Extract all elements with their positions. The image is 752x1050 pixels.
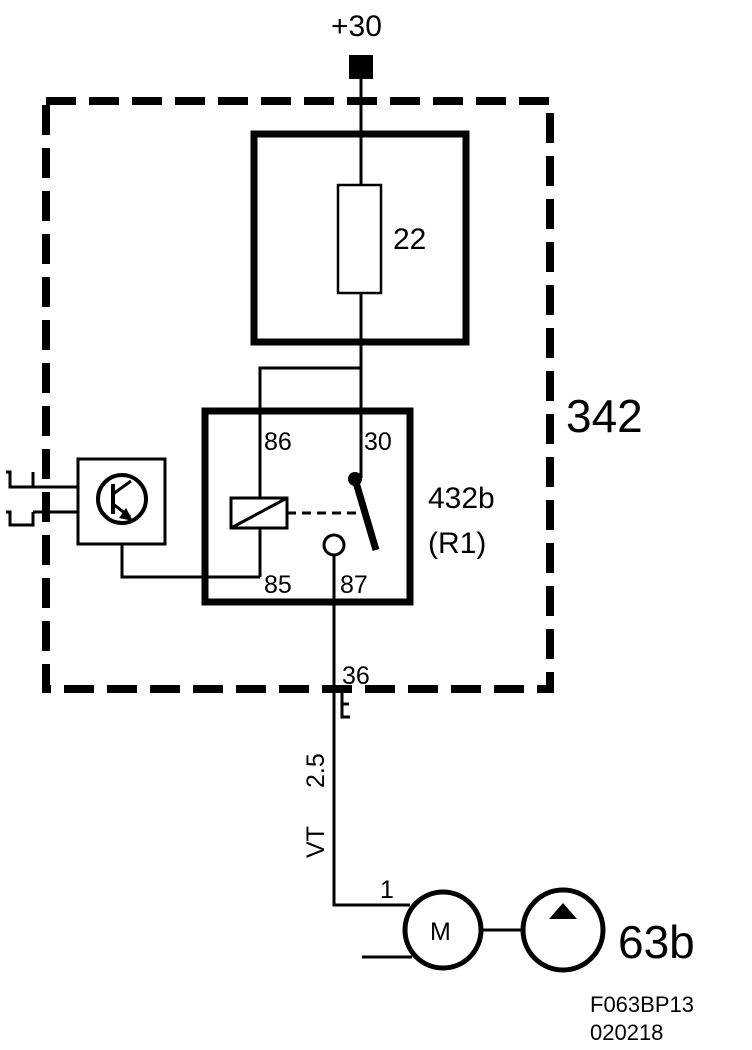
coil-feed-wire: [258, 366, 361, 500]
transistor-collector: [112, 479, 132, 496]
relay-switch-arm: [351, 478, 380, 551]
transistor-emitter-arrow: [119, 508, 133, 521]
module-boundary: [42, 97, 554, 693]
pump-feed-wire: [332, 555, 410, 907]
pin-30-label: 30: [364, 428, 392, 456]
input-lead-1: [6, 470, 78, 489]
supply-terminal: [349, 55, 373, 79]
relay-label: 432b: [428, 482, 495, 515]
connector-label: 36: [342, 662, 370, 690]
relay-box: [201, 407, 414, 606]
control-wire-85: [120, 544, 260, 579]
fuse-22: [336, 183, 383, 295]
coil-winding: [230, 496, 288, 530]
motor-pin-label: 1: [380, 876, 394, 904]
pump-label: 63b: [618, 916, 695, 968]
fuse-label: 22: [393, 223, 426, 256]
input-lead-2: [6, 510, 35, 527]
relay-sub-label: (R1): [428, 527, 486, 560]
pin-86-label: 86: [264, 428, 292, 456]
transistor-module: [76, 457, 167, 546]
pin-87-label: 87: [340, 571, 368, 599]
wire-color-label: VT: [302, 826, 330, 858]
transistor-icon: [96, 473, 148, 525]
supply-label: +30: [331, 10, 382, 43]
fuse-box: [250, 130, 470, 346]
module-label: 342: [566, 390, 643, 442]
ref-code-label: F063BP13: [590, 992, 694, 1017]
contact-87-terminal: [322, 533, 346, 557]
fuel-pump: [520, 887, 606, 973]
pin-85-label: 85: [264, 571, 292, 599]
wire-size-label: 2.5: [302, 753, 330, 788]
pump-direction-arrow-icon: [549, 903, 577, 919]
motor-label: M: [430, 918, 451, 946]
ref-date-label: 020218: [590, 1020, 663, 1045]
